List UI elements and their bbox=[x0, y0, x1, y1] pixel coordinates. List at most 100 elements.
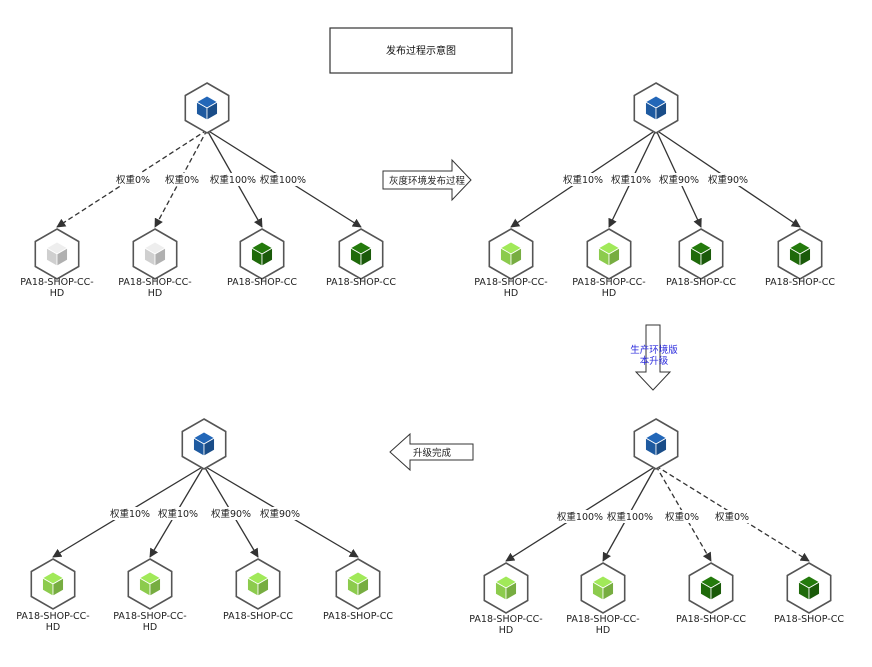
cube-right bbox=[52, 577, 64, 597]
cube-right bbox=[360, 247, 372, 267]
upgrade-done-arrow: 升级完成 bbox=[389, 432, 474, 472]
weight-label-bg bbox=[165, 173, 199, 186]
prod-upgrade-label-2: 本升级 bbox=[640, 355, 669, 367]
node-label: PA18-SHOP-CC- bbox=[572, 277, 645, 288]
node-label: PA18-SHOP-CC- bbox=[113, 611, 186, 622]
weight-label: 权重90% bbox=[708, 174, 748, 186]
cube-right bbox=[257, 577, 269, 597]
group-4: 权重10%权重10%权重90%权重90%PA18-SHOP-CC-HDPA18-… bbox=[16, 418, 393, 633]
weight-label-bg bbox=[614, 173, 648, 186]
service-node-1 bbox=[30, 558, 76, 610]
node-label: PA18-SHOP-CC- bbox=[469, 614, 542, 625]
node-label-suffix: HD bbox=[148, 288, 162, 299]
service-node-1 bbox=[483, 562, 529, 614]
node-label: PA18-SHOP-CC bbox=[765, 277, 835, 288]
gray-release-arrow: 灰度环境发布过程 bbox=[382, 158, 472, 202]
node-label: PA18-SHOP-CC- bbox=[474, 277, 547, 288]
weight-label: 权重0% bbox=[665, 511, 699, 523]
weight-label: 权重100% bbox=[607, 511, 653, 523]
cube-right bbox=[154, 247, 166, 267]
weight-label: 权重100% bbox=[557, 511, 603, 523]
cube-right bbox=[700, 247, 712, 267]
weight-label-bg bbox=[563, 510, 597, 523]
node-label: PA18-SHOP-CC bbox=[666, 277, 736, 288]
node-label: PA18-SHOP-CC bbox=[323, 611, 393, 622]
node-label: PA18-SHOP-CC bbox=[676, 614, 746, 625]
group-2: 权重10%权重10%权重90%权重90%PA18-SHOP-CC-HDPA18-… bbox=[474, 82, 835, 299]
weight-label-bg bbox=[214, 507, 248, 520]
weight-label: 权重100% bbox=[260, 174, 306, 186]
node-label: PA18-SHOP-CC bbox=[223, 611, 293, 622]
title-box bbox=[329, 27, 513, 74]
service-groups: 权重0%权重0%权重100%权重100%PA18-SHOP-CC-HDPA18-… bbox=[16, 82, 844, 636]
weight-label: 权重90% bbox=[659, 174, 699, 186]
weight-label-bg bbox=[662, 173, 696, 186]
cube-right bbox=[149, 577, 161, 597]
cube-right bbox=[206, 101, 218, 121]
service-node-2 bbox=[132, 228, 178, 280]
weight-label: 权重10% bbox=[611, 174, 651, 186]
service-node-4 bbox=[777, 228, 823, 280]
prod-upgrade-label-1: 生产环境版 bbox=[630, 344, 678, 356]
service-node-3 bbox=[688, 562, 734, 614]
service-node-3 bbox=[235, 558, 281, 610]
cube-right bbox=[655, 101, 667, 121]
weight-label-bg bbox=[263, 507, 297, 520]
group-1: 权重0%权重0%权重100%权重100%PA18-SHOP-CC-HDPA18-… bbox=[20, 82, 396, 299]
service-node-3 bbox=[678, 228, 724, 280]
node-label-suffix: HD bbox=[46, 622, 60, 633]
cube-right bbox=[608, 247, 620, 267]
service-node-1 bbox=[34, 228, 80, 280]
cube-right bbox=[602, 581, 614, 601]
cube-right bbox=[655, 437, 667, 457]
weight-label-bg bbox=[266, 173, 300, 186]
node-label-suffix: HD bbox=[596, 625, 610, 636]
service-node-2 bbox=[586, 228, 632, 280]
weight-label: 权重10% bbox=[563, 174, 603, 186]
weight-label-bg bbox=[711, 173, 745, 186]
diagram-title: 发布过程示意图 bbox=[386, 44, 456, 57]
node-label: PA18-SHOP-CC bbox=[774, 614, 844, 625]
node-label: PA18-SHOP-CC- bbox=[20, 277, 93, 288]
group-3: 权重100%权重100%权重0%权重0%PA18-SHOP-CC-HDPA18-… bbox=[469, 418, 844, 636]
cube-right bbox=[56, 247, 68, 267]
weight-label-bg bbox=[113, 507, 147, 520]
upgrade-done-label: 升级完成 bbox=[413, 447, 452, 459]
cube-right bbox=[203, 437, 215, 457]
node-label: PA18-SHOP-CC bbox=[326, 277, 396, 288]
gray-release-label: 灰度环境发布过程 bbox=[389, 175, 466, 187]
node-label-suffix: HD bbox=[50, 288, 64, 299]
weight-label: 权重0% bbox=[116, 174, 150, 186]
service-node-3 bbox=[239, 228, 285, 280]
node-label-suffix: HD bbox=[143, 622, 157, 633]
node-label-suffix: HD bbox=[499, 625, 513, 636]
weight-label-bg bbox=[566, 173, 600, 186]
service-node-4 bbox=[335, 558, 381, 610]
weight-label-bg bbox=[116, 173, 150, 186]
hub-node bbox=[633, 418, 679, 470]
weight-label-bg bbox=[715, 510, 749, 523]
node-label-suffix: HD bbox=[602, 288, 616, 299]
weight-label: 权重0% bbox=[715, 511, 749, 523]
cube-right bbox=[710, 581, 722, 601]
service-node-1 bbox=[488, 228, 534, 280]
node-label: PA18-SHOP-CC- bbox=[16, 611, 89, 622]
prod-upgrade-arrow: 生产环境版 本升级 bbox=[630, 324, 678, 391]
edge-3 bbox=[655, 465, 712, 562]
hub-node bbox=[184, 82, 230, 134]
weight-label-bg bbox=[613, 510, 647, 523]
weight-label: 权重10% bbox=[158, 508, 198, 520]
weight-label-bg bbox=[665, 510, 699, 523]
service-node-2 bbox=[580, 562, 626, 614]
node-label: PA18-SHOP-CC bbox=[227, 277, 297, 288]
node-label: PA18-SHOP-CC- bbox=[566, 614, 639, 625]
weight-label: 权重0% bbox=[165, 174, 199, 186]
cube-right bbox=[357, 577, 369, 597]
node-label: PA18-SHOP-CC- bbox=[118, 277, 191, 288]
cube-right bbox=[799, 247, 811, 267]
hub-node bbox=[633, 82, 679, 134]
node-label-suffix: HD bbox=[504, 288, 518, 299]
weight-label: 权重90% bbox=[260, 508, 300, 520]
service-node-4 bbox=[786, 562, 832, 614]
